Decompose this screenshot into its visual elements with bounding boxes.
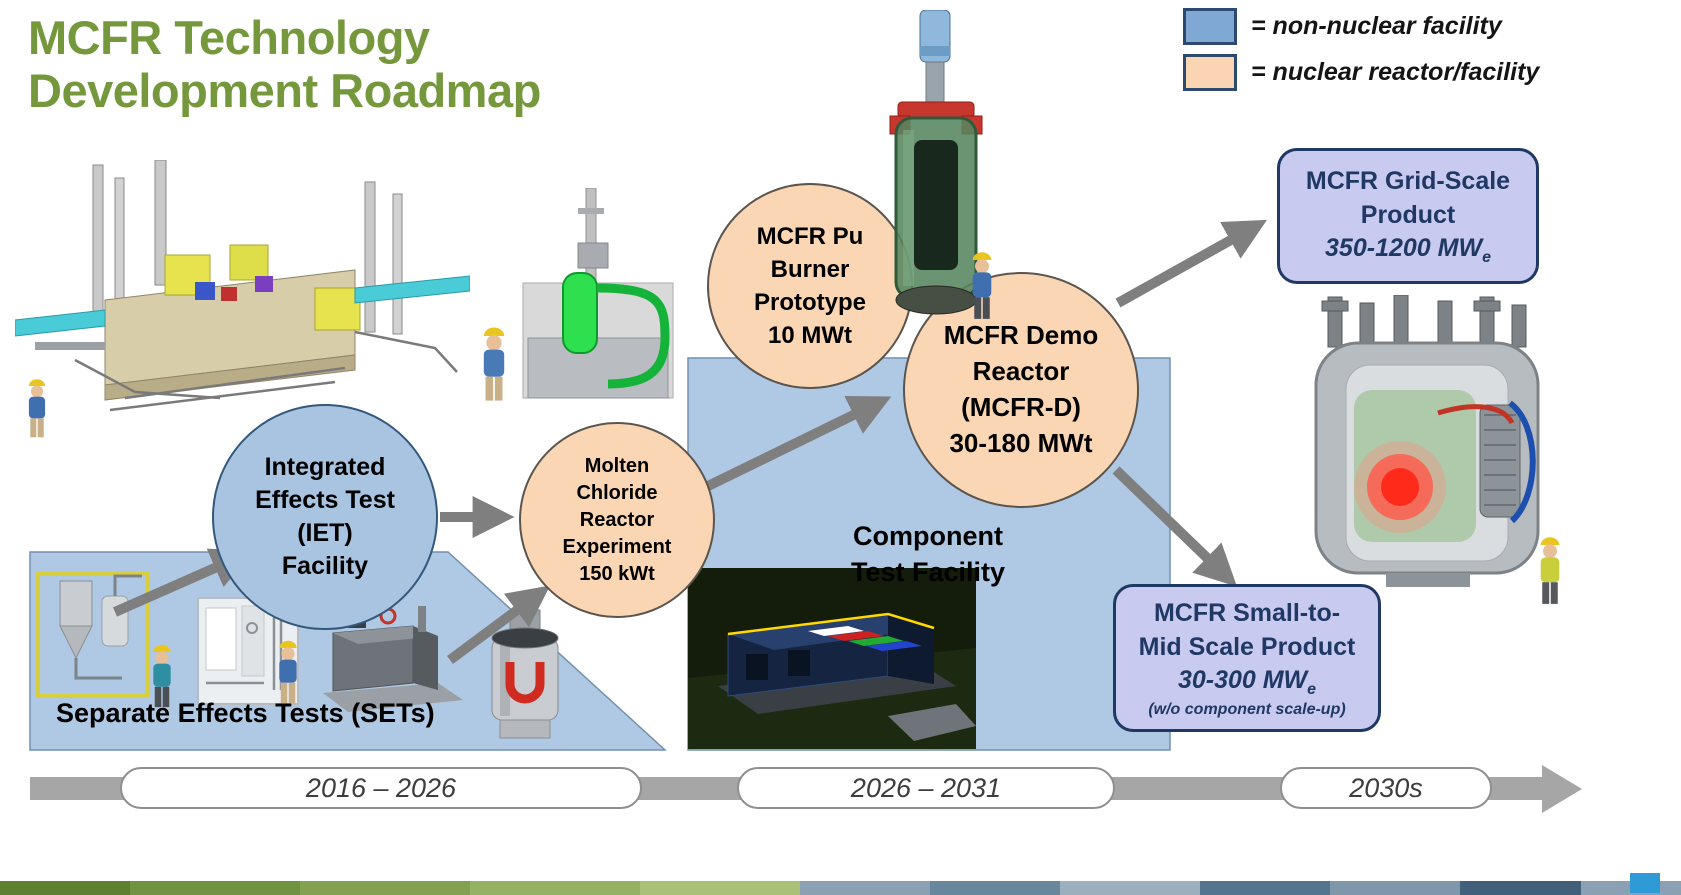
worker-figure — [483, 327, 505, 401]
legend-row-nuclear: = nuclear reactor/facility — [1183, 54, 1539, 91]
strip-segment — [1200, 881, 1330, 895]
ctf-building-illustration — [688, 568, 976, 749]
grid-scale-product-name: MCFR Grid-Scale Product — [1305, 166, 1511, 229]
worker-figure — [972, 252, 992, 319]
legend: = non-nuclear facility = nuclear reactor… — [1183, 8, 1539, 91]
grid-scale-product-rating: 350-1200 MWe — [1325, 234, 1491, 267]
worker-figure — [1540, 537, 1560, 604]
timeline-period-1: 2016 – 2026 — [120, 767, 642, 809]
worker-figure — [153, 644, 171, 708]
small-mid-product-note: (w/o component scale-up) — [1148, 701, 1346, 719]
sets-region-label: Separate Effects Tests (SETs) — [56, 698, 435, 728]
non-nuclear-swatch — [1183, 8, 1237, 45]
bottom-color-strip — [0, 881, 1681, 895]
strip-segment — [800, 881, 930, 895]
small-mid-product-name: MCFR Small-to- Mid Scale Product — [1138, 598, 1356, 661]
page-title: MCFR Technology Development Roadmap — [28, 11, 541, 117]
worker-figure — [28, 379, 46, 438]
strip-segment — [0, 881, 130, 895]
grid-scale-product-box: MCFR Grid-Scale Product 350-1200 MWe — [1277, 148, 1539, 284]
strip-segment — [1060, 881, 1200, 895]
non-nuclear-label: = non-nuclear facility — [1251, 12, 1502, 40]
legend-row-non-nuclear: = non-nuclear facility — [1183, 8, 1539, 45]
timeline-period-2: 2026 – 2031 — [737, 767, 1115, 809]
pu-burner-vessel-illustration — [889, 10, 992, 319]
nuclear-label: = nuclear reactor/facility — [1251, 58, 1540, 86]
strip-segment — [470, 881, 640, 895]
strip-segment — [930, 881, 1060, 895]
small-mid-product-rating: 30-300 MWe — [1177, 666, 1317, 699]
node-mcfr-demo-reactor: MCFR Demo Reactor (MCFR-D) 30-180 MWt — [903, 272, 1139, 508]
node-pu-burner-prototype: MCFR Pu Burner Prototype 10 MWt — [707, 183, 913, 389]
mcre-loop-illustration — [483, 188, 674, 401]
set-rig-1-illustration — [36, 572, 171, 708]
strip-segment — [640, 881, 800, 895]
ctf-region-label: Component Test Facility — [850, 521, 1006, 588]
nuclear-swatch — [1183, 54, 1237, 91]
strip-segment — [130, 881, 300, 895]
node-iet-facility: Integrated Effects Test (IET) Facility — [212, 404, 438, 630]
crucible-illustration — [491, 609, 559, 739]
mwe-subscript: e — [1307, 681, 1317, 699]
strip-segment — [300, 881, 470, 895]
strip-segment — [1330, 881, 1460, 895]
node-mcre: Molten Chloride Reactor Experiment 150 k… — [519, 422, 715, 618]
timeline-arrowhead — [1542, 765, 1582, 813]
small-mid-product-box: MCFR Small-to- Mid Scale Product 30-300 … — [1113, 584, 1381, 732]
strip-segment — [1460, 881, 1581, 895]
logo-mark — [1630, 873, 1660, 893]
mcfr-product-reactor-illustration — [1314, 295, 1560, 604]
iet-facility-illustration — [15, 160, 470, 438]
mwe-subscript: e — [1482, 249, 1491, 267]
worker-figure — [279, 640, 297, 704]
timeline-period-3: 2030s — [1280, 767, 1492, 809]
